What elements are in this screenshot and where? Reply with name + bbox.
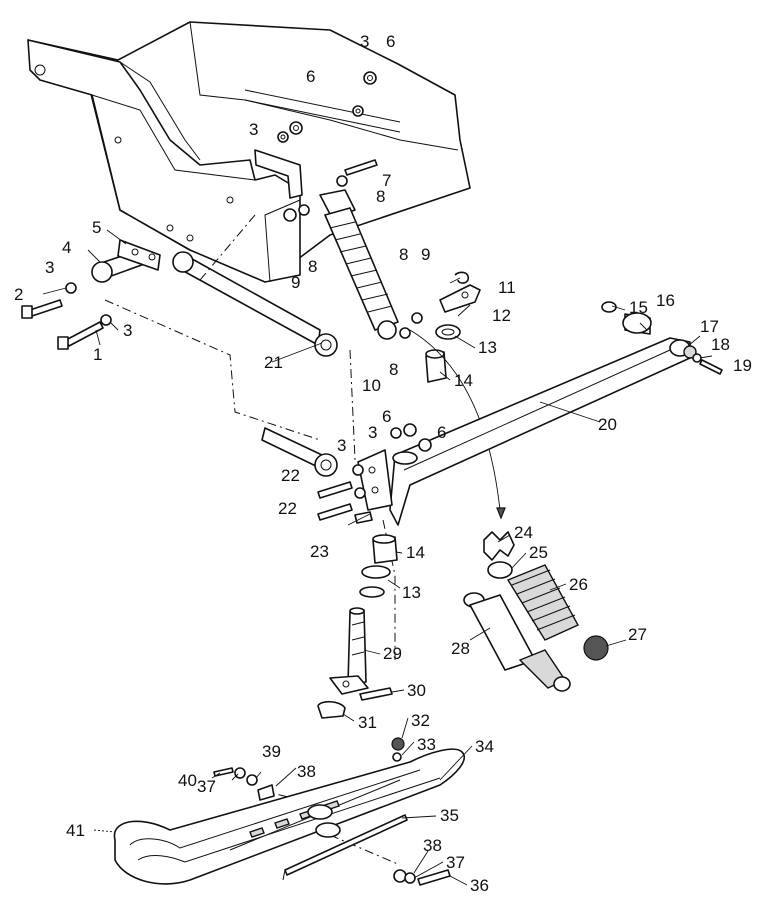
callout-41: 41 [66,821,85,840]
callout-8: 8 [389,360,398,379]
spindle-clip-parts [425,271,481,383]
callout-3: 3 [337,436,346,455]
callout-9: 9 [421,245,430,264]
callout-16: 16 [656,291,675,310]
callout-2: 2 [14,285,23,304]
callout-8: 8 [376,187,385,206]
chassis-frame [27,21,471,283]
callout-30: 30 [407,681,426,700]
callout-24: 24 [514,523,533,542]
callout-17: 17 [700,317,719,336]
callout-4: 4 [62,238,71,257]
callout-8: 8 [399,245,408,264]
callout-7: 7 [382,171,391,190]
callout-3: 3 [368,423,377,442]
trailing-arm [389,301,723,526]
callout-36: 36 [470,876,489,895]
callout-12: 12 [492,306,511,325]
callout-25: 25 [529,543,548,562]
callout-18: 18 [711,335,730,354]
callout-21: 21 [264,353,283,372]
callout-3: 3 [360,32,369,51]
callout-13: 13 [402,583,421,602]
part-callouts: 1 2 3 3 3 3 3 3 4 5 6 6 6 6 7 8 8 8 8 9 … [14,32,752,895]
callout-37: 37 [446,853,465,872]
ski-hardware [213,737,451,886]
callout-26: 26 [569,575,588,594]
callout-9: 9 [291,273,300,292]
callout-38: 38 [297,762,316,781]
callout-39: 39 [262,742,281,761]
lower-bushings [359,534,398,598]
callout-1: 1 [93,345,102,364]
callout-5: 5 [92,218,101,237]
callout-34: 34 [475,737,494,756]
callout-3: 3 [45,258,54,277]
callout-20: 20 [598,415,617,434]
callout-11: 11 [498,278,516,297]
callout-6: 6 [306,67,315,86]
callout-15: 15 [629,298,648,317]
callout-6: 6 [386,32,395,51]
spindle-parts [317,607,393,719]
callout-6: 6 [437,423,446,442]
radius-rods [91,239,338,477]
callout-22: 22 [281,466,300,485]
callout-8: 8 [308,257,317,276]
callout-22: 22 [278,499,297,518]
callout-38: 38 [423,836,442,855]
shock-boot [319,189,423,340]
callout-40: 40 [178,771,197,790]
callout-6: 6 [382,407,391,426]
spindle-bracket [317,423,432,524]
callout-33: 33 [417,735,436,754]
callout-10: 10 [362,376,381,395]
spring-shock-assembly [463,531,609,692]
callout-19: 19 [733,356,752,375]
callout-32: 32 [411,711,430,730]
callout-28: 28 [451,639,470,658]
left-bolts [21,282,112,350]
callout-31: 31 [358,713,377,732]
leader-lines [42,229,713,886]
callout-23: 23 [310,542,329,561]
callout-27: 27 [628,625,647,644]
ski [113,748,465,885]
callout-37: 37 [197,777,216,796]
callout-14: 14 [406,543,425,562]
callout-29: 29 [383,644,402,663]
callout-3: 3 [249,120,258,139]
frame-hardware [277,71,378,222]
callout-14: 14 [454,371,473,390]
callout-3: 3 [123,321,132,340]
callout-13: 13 [478,338,497,357]
callout-35: 35 [440,806,459,825]
